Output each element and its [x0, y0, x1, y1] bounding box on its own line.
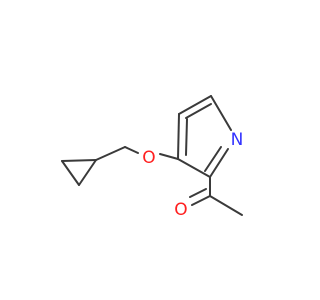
bond-o-ch2	[124, 146, 139, 154]
bond-n1-c2-double	[204, 146, 222, 172]
bond-ch2-cyclopropyl	[95, 146, 126, 161]
bond-c5-c6-double	[185, 103, 212, 119]
atom-label-carbonyl-oxygen: O	[174, 200, 187, 220]
bond-carbonyl-methyl	[209, 195, 243, 216]
structure-canvas: N O O	[61, 95, 244, 220]
bond-c3-c4	[177, 113, 180, 160]
bond-cp3-cp1	[78, 159, 97, 186]
molecule-diagram: N O O	[61, 95, 244, 220]
bond-cp1-cp2	[61, 159, 97, 162]
bond-cp2-cp3	[61, 160, 80, 186]
bond-n1-c2	[209, 148, 229, 178]
bond-c2-c3	[177, 158, 211, 178]
bond-c4-c5	[178, 95, 212, 115]
atom-label-nitrogen: N	[231, 130, 244, 150]
atom-label-ether-oxygen: O	[142, 148, 155, 168]
bond-c3-o	[159, 153, 179, 160]
bond-c6-n1	[210, 95, 232, 131]
bond-c3-c4-double	[185, 118, 188, 156]
bond-carbonyl-o-double	[189, 188, 207, 198]
bond-carbonyl-o	[191, 195, 211, 206]
